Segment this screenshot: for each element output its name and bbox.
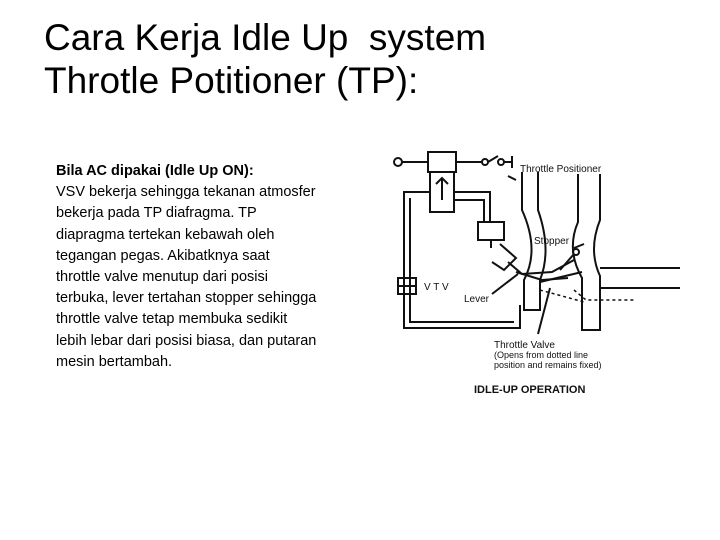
- label-valve-note-1: (Opens from dotted line: [494, 350, 588, 360]
- description-line: bekerja pada TP diafragma. TP: [56, 205, 257, 222]
- vacuum-hose: [454, 199, 485, 222]
- closed-valve-position: [539, 289, 585, 303]
- label-throttle-positioner: Throttle Positioner: [520, 164, 602, 175]
- slide-title: Cara Kerja Idle Up system Throtle Potiti…: [44, 16, 486, 102]
- vacuum-hose: [409, 198, 514, 323]
- description-line: terbuka, lever tertahan stopper sehingga: [56, 290, 317, 307]
- title-line-2: Throtle Potitioner (TP):: [44, 60, 419, 101]
- description-line: VSV bekerja sehingga tekanan atmosfer: [56, 184, 316, 201]
- label-vtv: V T V: [424, 282, 449, 293]
- stopper-leader: [573, 243, 585, 249]
- vacuum-hose: [454, 191, 491, 222]
- idle-up-diagram: Throttle Positioner Stopper V T V Lever …: [393, 151, 680, 396]
- title-line-1: Cara Kerja Idle Up system: [44, 17, 487, 58]
- circuit-terminal: [393, 157, 403, 167]
- label-throttle-valve: Throttle Valve: [494, 340, 555, 351]
- circuit-switch-contact: [481, 158, 489, 166]
- description-line: tegangan pegas. Akibatknya saat: [56, 247, 270, 264]
- description-line: throttle valve tetap membuka sedikit: [56, 311, 288, 328]
- throttle-body-wall: [571, 174, 601, 331]
- throttle-valve-plate: [539, 271, 583, 283]
- description-text: Bila AC dipakai (Idle Up ON): VSV bekerj…: [56, 161, 386, 373]
- diagram-caption: IDLE-UP OPERATION: [474, 384, 585, 396]
- vacuum-hose: [403, 191, 521, 329]
- circuit-switch-contact: [497, 158, 505, 166]
- tp-label-leader: [507, 175, 517, 181]
- label-valve-note-2: position and remains fixed): [494, 360, 602, 370]
- circuit-switch: [487, 155, 499, 163]
- vsv-solenoid: [427, 151, 457, 173]
- label-lever: Lever: [464, 294, 490, 305]
- throttle-body-wall: [521, 172, 547, 311]
- description-line: throttle valve menutup dari posisi: [56, 269, 268, 286]
- description-line: mesin bertambah.: [56, 353, 173, 370]
- description-line: diapragma tertekan kebawah oleh: [56, 226, 275, 243]
- lever-callout: [491, 273, 519, 295]
- vsv-valve-arrow: [435, 176, 449, 200]
- throttle-lever: [515, 271, 569, 282]
- throttle-valve-callout: [537, 287, 551, 335]
- label-stopper: Stopper: [534, 236, 570, 247]
- description-line: lebih lebar dari posisi biasa, dan putar…: [56, 332, 317, 349]
- tp-diaphragm: [477, 221, 505, 241]
- stopper: [559, 253, 575, 271]
- description-heading: Bila AC dipakai (Idle Up ON):: [56, 163, 254, 179]
